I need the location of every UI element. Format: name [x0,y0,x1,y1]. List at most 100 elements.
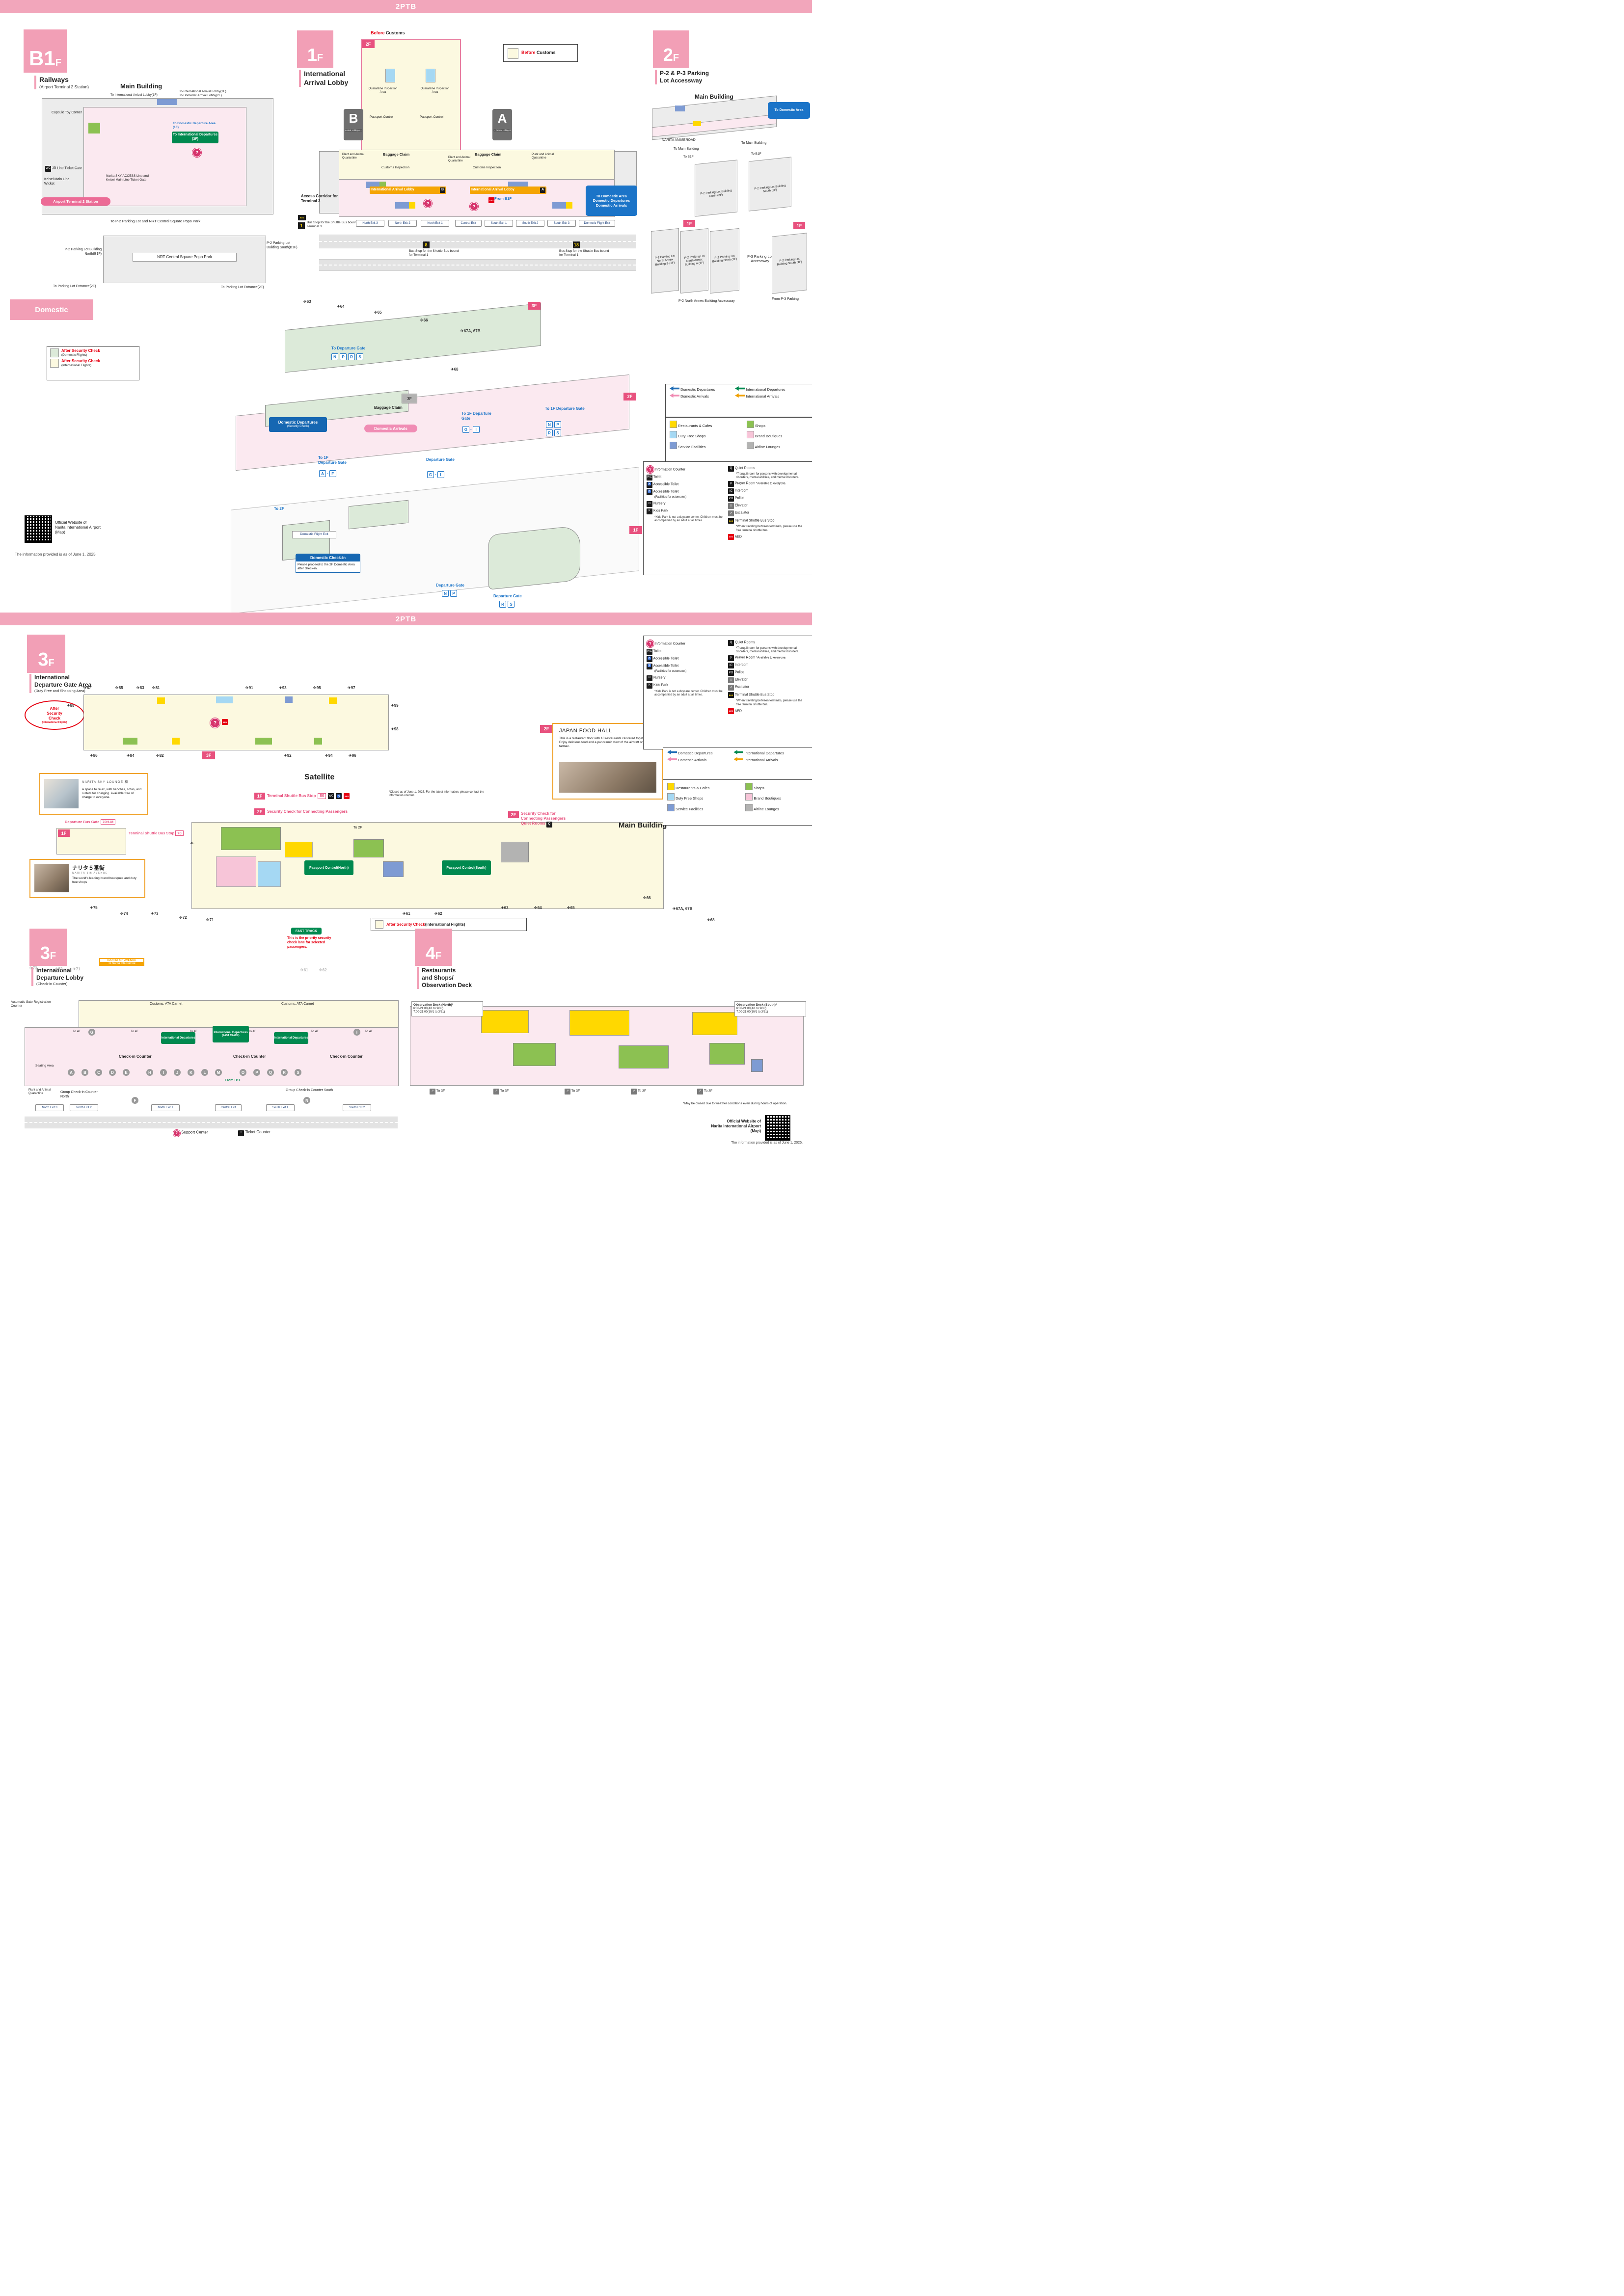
f3lobby-security-band [79,1000,399,1028]
f1-dutyfree-block-2 [426,69,435,82]
dutyfree-swatch [667,793,675,801]
f3lobby-narita5-title: NARITA 5th AVENUE [100,959,143,962]
gate-95-label: ✈95 [313,686,321,690]
f1-sign-b-letter: B [349,111,358,126]
f3gate-title-2: Departure Gate Area [34,681,92,688]
counter-e: E [123,1069,130,1076]
f2-p2-south-1f-label: P-2 Parking Lot Building South (1F) [777,257,802,267]
f3lobby-title-2: Departure Lobby [36,974,84,981]
f1-exit-north-1: North Exit 1 [421,220,449,227]
fac2-acc2-note: (Facilities for ostomates) [654,670,687,673]
b1f-capsule-toy-label: Capsule Toy Corner [52,111,82,114]
intercom-icon: IC [728,663,734,669]
f3lobby-title-1: International [36,967,72,974]
passport-control-south-sign: Passport Control(South) [442,860,491,875]
f2-from-p3-label: From P-3 Parking [772,297,799,301]
f2-p2-north-2f-label: P-2 Parking Lot Building North (2F) [700,189,732,198]
fac-escalator: Escalator [734,511,750,515]
sec2f2-1: Security Check for [521,811,556,816]
international-arrivals-arrow-icon [733,757,744,762]
f1-wing-left [319,151,340,214]
fac2-toilet: Toilet [653,649,662,653]
shuttle70-label: Terminal Shuttle Bus Stop [129,831,175,835]
gate-65b-label: ✈65 [567,906,575,910]
f1-customs-label-1: Customs Inspection [381,166,410,169]
b1f-service-block [157,99,177,105]
to-4f-4: To 4F [248,1030,257,1033]
sec2f2-label: Security Check for Connecting Passengers… [521,811,575,828]
floor-badge-2f-text: 2 [663,45,673,65]
fac-elevator: Elevator [734,504,748,507]
domestic-3f-deck-shape [285,303,541,373]
gate-87-label: ✈87 [83,686,91,690]
service-swatch [667,803,675,811]
f3gate-shuttle70: Terminal Shuttle Bus Stop 70 [129,830,184,836]
aed-icon: AED [728,708,734,714]
f4-restaurant-block-2 [569,1010,629,1036]
group-checkin-north-label: Group Check-in Counter North [60,1091,98,1098]
counter-g: G [88,1029,95,1036]
information-counter-icon: ? [210,718,220,728]
b1f-to-domestic-departure-label: To Domestic Departure Area (1F) [173,122,216,130]
domestic-to1f-af-2: Departure Gate [318,460,347,465]
f3lobby-exit-central: Central Exit [215,1104,242,1111]
counter-r: R [281,1069,288,1076]
f3lobby-lobby-band [25,1027,399,1086]
f1-to-domestic-sign: To Domestic Area Domestic Departures Dom… [586,186,637,216]
sat-dutyfree-block [216,696,233,703]
f2-annex-b-label: P-2 Parking Lot North Annex Building B (… [654,254,676,267]
fac-prayer-note: *Available to everyone. [756,482,786,485]
gate-letter-p: P [340,353,347,360]
fac-shuttle: Terminal Shuttle Bus Stop [734,519,775,523]
accessible-toilet-ostomate-icon: ♿ [647,489,652,495]
f1-passport-label-1: Passport Control [370,115,394,119]
f3gate-title: International Departure Gate Area (Duty … [29,674,118,694]
f1-title-2: Arrival Lobby [304,78,349,86]
service-swatch [670,441,677,449]
foodhall-photo [559,762,656,793]
gate-61-label: ✈61 [403,911,410,916]
f4-to3f-4-text: To 3F [637,1089,647,1093]
sky-lounge-name: NARITA SKY LOUNGE 和 [82,780,129,784]
b1f-subtitle: (Airport Terminal 2 Station) [39,84,89,89]
mb-brand-block [216,856,256,887]
accessible-toilet-icon: ♿ [336,793,342,799]
f3gate-satellite-label: Satellite [304,773,335,781]
shuttle80-label: Terminal Shuttle Bus Stop [267,794,316,798]
terminal-shuttle-bus-icon: BUS [728,692,734,698]
f1-access-corridor-label: Access Corridor for Terminal 3 [301,194,338,203]
f1-title-1: International [304,70,346,78]
f3lobby-paq-label: Plant and Animal Quarantine [28,1089,51,1095]
toilet-icon: WC [647,649,652,655]
f1-exit-central: Central Exit [455,220,482,227]
narita5-en: NARITA 5th AVENUE [72,872,108,875]
f3gate-oval-1: After [50,706,59,711]
f1-bus-stop-8-label: Bus Stop for the Shuttle Bus bound for T… [409,249,463,258]
shops-swatch [746,421,754,428]
floor-badge-3fl-text: 3 [40,943,50,963]
elevator-icon: ⇕ [728,503,734,509]
legend2-color-serv: Service Facilities [676,806,704,811]
ticket-counter-label: T Ticket Counter [237,1130,272,1136]
f4-deck-north-box: Observation Deck (North)* 6:30-21:00(4/1… [411,1001,483,1016]
floor-badge-3f-text: 3 [38,649,49,670]
accessible-toilet-icon: ♿ [647,482,652,488]
police-icon: PO [728,496,734,502]
sat-shop-block [123,738,137,745]
domestic-checkin-body: Please proceed to the 2F Domestic Area a… [296,561,360,573]
f4-qr-caption: Official Website of Narita International… [682,1119,761,1134]
gate-letter-r2: R [546,429,553,436]
domestic-to1f-nprs-label: To 1F Departure Gate [545,406,585,411]
legend-color-serv: Service Facilities [678,444,706,449]
f3lobby-seating-label: Seating Area [35,1064,54,1068]
dutyfree-swatch [670,431,677,439]
f2-annex-a-shape: P-2 Parking Lot North Annex Building A (… [680,228,708,294]
escalator-icon: ⇗ [728,510,734,517]
legend-asc-intl-black: (International Flights) [61,364,92,368]
fac2-intercom: Intercom [734,663,749,667]
shuttle80-no: 80 [318,793,326,799]
counter-i: I [160,1069,167,1076]
police-icon: PO [728,670,734,676]
